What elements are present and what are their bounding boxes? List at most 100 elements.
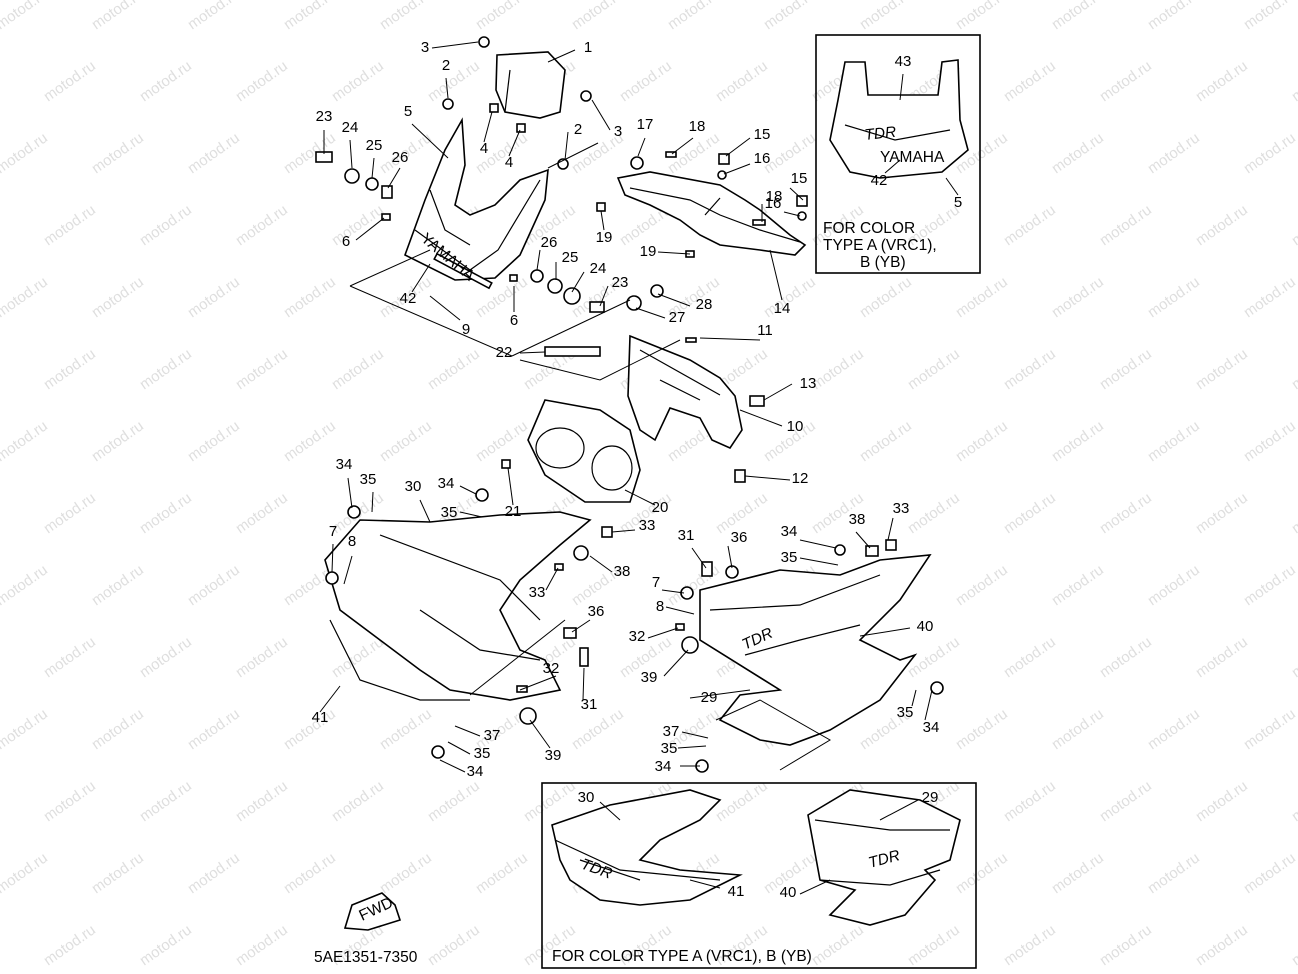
leader-line <box>600 210 605 231</box>
leader-line <box>371 491 374 513</box>
leader-line <box>859 627 911 637</box>
watermark-text: motod.ru <box>953 849 1011 897</box>
watermark-text: motod.ru <box>1001 633 1059 681</box>
callout-4: 4 <box>480 140 488 157</box>
leader-line <box>727 545 733 569</box>
callout-15: 15 <box>754 126 771 143</box>
callout-34: 34 <box>336 456 353 473</box>
watermark-text: motod.ru <box>1241 849 1298 897</box>
callout-13: 13 <box>800 375 817 392</box>
callout-18: 18 <box>689 118 706 135</box>
watermark-text: motod.ru <box>905 489 963 537</box>
leader-line <box>599 285 609 307</box>
watermark-text: motod.ru <box>1289 345 1298 393</box>
leader-line <box>611 529 636 533</box>
leader-line <box>343 555 353 585</box>
leader-line <box>689 879 721 889</box>
leader-line <box>571 619 591 633</box>
callout-39: 39 <box>545 747 562 764</box>
watermark-text: motod.ru <box>1145 417 1203 465</box>
watermark-text: motod.ru <box>137 345 195 393</box>
leader-line <box>637 137 646 157</box>
leader-line <box>459 485 477 495</box>
watermark-text: motod.ru <box>0 849 51 897</box>
leader-line <box>624 489 656 506</box>
leader-line <box>924 689 933 721</box>
leader-line <box>681 731 709 739</box>
watermark-text: motod.ru <box>0 273 51 321</box>
watermark-text: motod.ru <box>89 0 147 33</box>
callout-29: 29 <box>922 789 939 806</box>
watermark-text: motod.ru <box>1289 489 1298 537</box>
watermark-text: motod.ru <box>953 705 1011 753</box>
leader-line <box>677 745 707 749</box>
watermark-text: motod.ru <box>713 777 771 825</box>
callout-6: 6 <box>510 312 518 329</box>
callout-25: 25 <box>366 137 383 154</box>
watermark-text: motod.ru <box>1289 57 1298 105</box>
watermark-text: motod.ru <box>41 777 99 825</box>
watermark-text: motod.ru <box>1049 849 1107 897</box>
watermark-text: motod.ru <box>1049 417 1107 465</box>
watermark-text: motod.ru <box>857 417 915 465</box>
callout-25: 25 <box>562 249 579 266</box>
inset-top-caption-line3: B (YB) <box>860 254 906 271</box>
watermark-text: motod.ru <box>281 0 339 33</box>
leader-line <box>945 177 959 196</box>
watermark-text: motod.ru <box>425 921 483 969</box>
callout-7: 7 <box>652 574 660 591</box>
watermark-text: motod.ru <box>809 345 867 393</box>
leader-line <box>657 251 691 255</box>
leader-lines <box>319 41 959 895</box>
leader-line <box>439 759 466 773</box>
callout-43: 43 <box>895 53 912 70</box>
watermark-text: motod.ru <box>425 345 483 393</box>
watermark-text: motod.ru <box>1049 0 1107 33</box>
leader-line <box>582 667 585 701</box>
leader-line <box>769 249 783 301</box>
watermark-text: motod.ru <box>0 129 51 177</box>
leader-line <box>591 99 611 131</box>
watermark-text: motod.ru <box>185 273 243 321</box>
callout-34: 34 <box>655 758 672 775</box>
watermark-text: motod.ru <box>1145 0 1203 33</box>
leader-line <box>411 123 449 159</box>
callout-40: 40 <box>917 618 934 635</box>
watermark-text: motod.ru <box>185 417 243 465</box>
assembly-lines <box>349 142 831 771</box>
callout-35: 35 <box>661 740 678 757</box>
leader-line <box>725 137 751 157</box>
callout-34: 34 <box>781 523 798 540</box>
callout-5: 5 <box>954 194 962 211</box>
callout-24: 24 <box>590 260 607 277</box>
watermark-text: motod.ru <box>1193 777 1251 825</box>
watermark-text: motod.ru <box>41 57 99 105</box>
callout-4: 4 <box>505 154 513 171</box>
callout-8: 8 <box>656 598 664 615</box>
leader-line <box>431 41 479 49</box>
callout-30: 30 <box>405 478 422 495</box>
callout-33: 33 <box>893 500 910 517</box>
watermark-text: motod.ru <box>857 0 915 33</box>
callout-33: 33 <box>639 517 656 534</box>
leader-line <box>647 627 679 639</box>
leader-line <box>663 649 689 677</box>
leader-line <box>911 689 917 707</box>
callout-29: 29 <box>701 689 718 706</box>
leader-line <box>347 477 353 509</box>
watermark-text: motod.ru <box>1145 705 1203 753</box>
leader-line <box>355 217 385 241</box>
watermark-text: motod.ru <box>233 201 291 249</box>
callout-17: 17 <box>637 116 654 133</box>
watermark-text: motod.ru <box>377 0 435 33</box>
callout-19: 19 <box>640 243 657 260</box>
watermark-text: motod.ru <box>1289 633 1298 681</box>
watermark-text: motod.ru <box>377 417 435 465</box>
watermark-text: motod.ru <box>233 633 291 681</box>
windscreen <box>442 36 592 170</box>
watermark-text: motod.ru <box>1097 57 1155 105</box>
fwd-arrow <box>343 892 402 931</box>
watermark-text: motod.ru <box>1001 921 1059 969</box>
watermark-text: motod.ru <box>953 0 1011 33</box>
callout-30: 30 <box>578 789 595 806</box>
